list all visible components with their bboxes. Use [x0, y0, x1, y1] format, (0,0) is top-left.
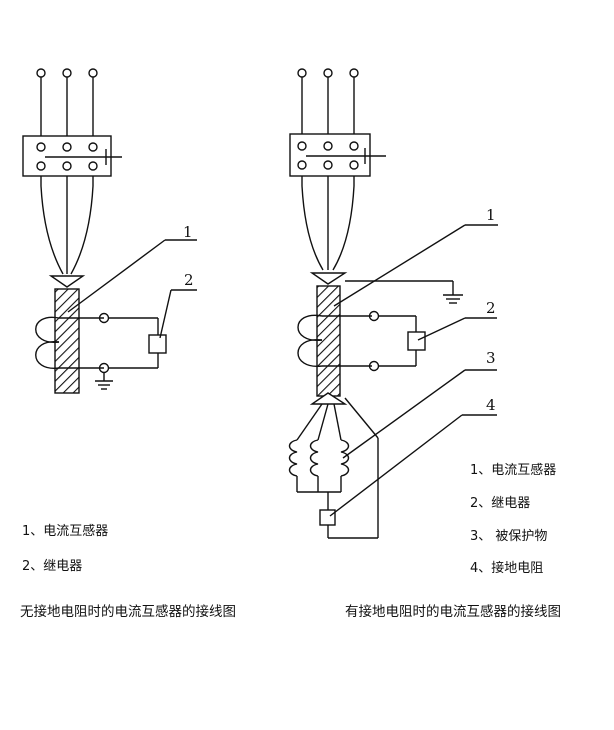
left-relay: [148, 334, 167, 354]
left-legend-item-2: 2、继电器: [22, 559, 83, 574]
right-cable: [301, 185, 355, 285]
right-return-wire: [327, 397, 379, 539]
right-legend-item-1: 1、电流互感器: [470, 463, 557, 478]
right-supply-terminals: [297, 68, 359, 134]
right-conductor: [316, 285, 341, 397]
right-callout-3: 3: [486, 349, 496, 367]
left-conductor: [54, 288, 80, 394]
left-cable: [40, 185, 94, 288]
right-callout-4: 4: [486, 396, 496, 414]
left-leader-lines: [67, 239, 197, 339]
right-relay: [407, 331, 426, 351]
right-grounding-resistor: [319, 509, 336, 526]
left-legend-item-1: 1、电流互感器: [22, 524, 109, 539]
right-protected-object: [288, 403, 350, 510]
right-legend-item-3: 3、 被保护物: [470, 529, 548, 544]
left-callout-1: 1: [183, 223, 193, 241]
left-ct-coil: [35, 312, 159, 374]
left-caption: 无接地电阻时的电流互感器的接线图: [20, 604, 236, 620]
right-switch-box: [289, 133, 386, 186]
right-callout-1: 1: [486, 206, 496, 224]
left-ground-icon: [95, 373, 113, 390]
right-caption: 有接地电阻时的电流互感器的接线图: [345, 604, 561, 620]
left-diagram: [22, 68, 197, 394]
right-ground-icon: [345, 280, 463, 304]
left-switch-box: [22, 135, 122, 186]
left-supply-terminals: [36, 68, 98, 136]
right-legend-item-2: 2、继电器: [470, 496, 531, 511]
right-diagram: [288, 68, 498, 539]
right-callout-2: 2: [486, 299, 496, 317]
right-legend-item-4: 4、接地电阻: [470, 561, 544, 576]
right-ct-coil: [297, 310, 417, 372]
left-callout-2: 2: [184, 271, 194, 289]
right-leader-lines: [329, 224, 498, 517]
